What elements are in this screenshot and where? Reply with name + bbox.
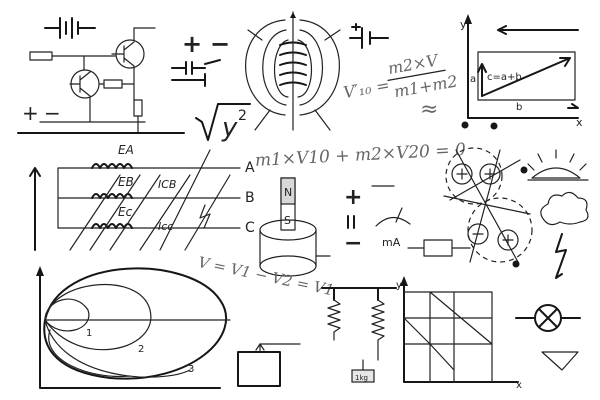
vector-equation: c=a+b: [487, 72, 522, 83]
sqrt-variable: y: [221, 113, 238, 143]
springs-diagram: 1kg: [321, 287, 397, 383]
transistor-circuit: [29, 27, 156, 133]
pause-bars: [347, 215, 355, 229]
charges-diagram: [443, 121, 533, 268]
magnet-n-label: N: [284, 186, 292, 199]
eb-label: EB: [118, 175, 134, 189]
minus-sign-top: −: [210, 30, 230, 58]
icb-label: ICB: [158, 178, 176, 191]
curve-1-label: 1: [86, 328, 92, 339]
vector-a-label: a: [470, 74, 476, 85]
curve-3-label: 3: [188, 364, 194, 375]
phase-portrait-diagram: 1 2 3: [36, 266, 231, 389]
minus-sign-mid: −: [344, 231, 362, 256]
weight-label: 1kg: [355, 374, 368, 382]
solenoid-field-diagram: [245, 11, 341, 131]
vector-addition-graph: c=a+b a b y x: [460, 14, 583, 129]
resistor-icon: [29, 51, 53, 61]
icc-label: Icc: [158, 220, 173, 233]
ma-label: mA: [382, 236, 401, 249]
battery-symbol-top: [44, 17, 96, 39]
velocity-formula: V′₁₀ = m2×V m1+m2: [342, 50, 459, 102]
magnet-coil-diagram: N S: [259, 177, 331, 277]
curve-2-label: 2: [138, 344, 144, 355]
ea-label: EA: [118, 143, 134, 157]
block-diagram-box: [237, 343, 301, 387]
capacitor-symbol: [349, 23, 389, 49]
vector-b-label: b: [516, 102, 522, 113]
switch-symbol: [171, 59, 221, 87]
velocity-numerator: m2×V: [386, 50, 440, 78]
sqrt-exponent: 2: [238, 108, 247, 124]
milliammeter-icon: mA: [375, 207, 411, 249]
grid-figure: y x: [396, 276, 522, 391]
storm-cloud-icon: [540, 191, 589, 279]
axis-y-label: y: [460, 18, 467, 31]
phase-b-label: B: [245, 190, 255, 206]
lamp-symbol-icon: [515, 304, 581, 332]
resistor-mid-icon: [407, 239, 471, 257]
three-phase-diagram: EA EB Ec ICB Icc A B C: [29, 143, 255, 251]
approx-sign: ≈: [420, 97, 438, 122]
lamp-rays-icon: [527, 149, 589, 181]
axis-x-label: x: [576, 116, 583, 129]
grid-y-label: y: [396, 280, 402, 291]
sqrt-expression: y 2: [195, 103, 251, 143]
phase-c-label: C: [245, 220, 255, 236]
triangle-shape: [541, 351, 579, 371]
plus-sign-left: +: [22, 101, 39, 125]
plus-sign-top: +: [182, 30, 202, 58]
minus-sign-left: −: [44, 101, 61, 125]
velocity-lhs: V′₁₀ =: [342, 75, 391, 102]
grid-x-label: x: [516, 380, 522, 391]
phase-a-label: A: [245, 160, 255, 176]
momentum-formula: m1×V10 + m2×V20 = 0: [254, 140, 466, 171]
plus-sign-mid: +: [344, 185, 362, 210]
ec-label: Ec: [118, 205, 133, 219]
